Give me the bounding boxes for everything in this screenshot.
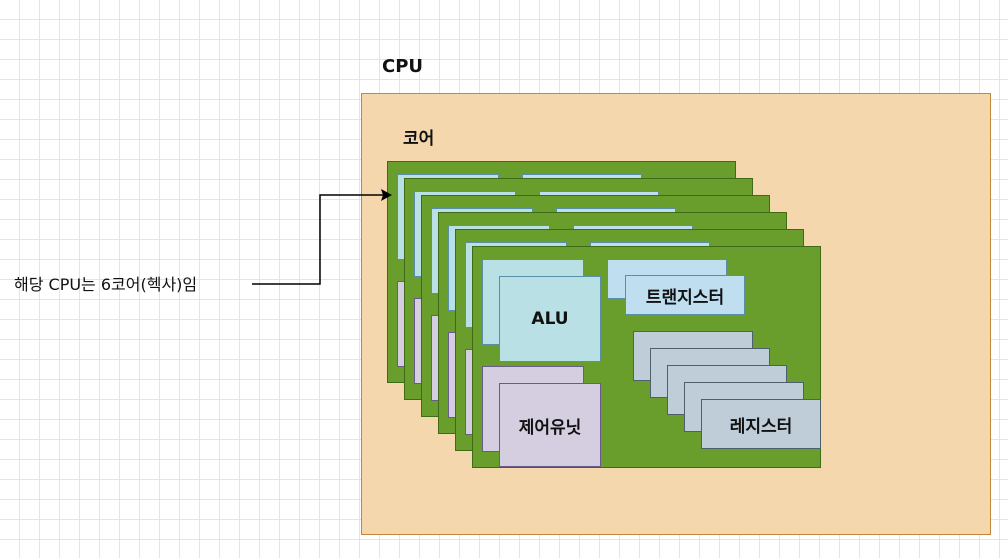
core-title: 코어 [403, 129, 435, 149]
transistor-box[interactable]: 트랜지스터 [625, 275, 745, 315]
cpu-title: CPU [382, 56, 424, 77]
control-unit-box[interactable]: 제어유닛 [499, 383, 601, 467]
annotation-arrow-line [252, 194, 383, 285]
alu-box[interactable]: ALU [499, 276, 601, 362]
register-box[interactable]: 레지스터 [701, 399, 821, 449]
annotation-label: 해당 CPU는 6코어(헥사)임 [14, 275, 198, 294]
annotation-arrow-head [381, 189, 392, 201]
